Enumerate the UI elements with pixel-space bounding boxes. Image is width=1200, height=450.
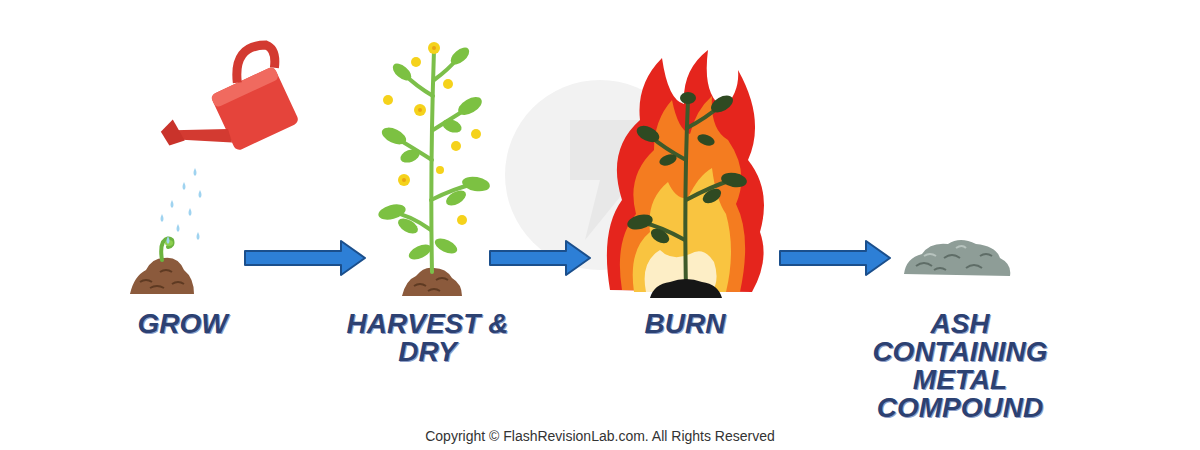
process-stage: ASH CONTAINING METAL COMPOUND	[895, 40, 1025, 302]
process-stage: GROW	[125, 40, 240, 302]
copyright-note: Copyright © FlashRevisionLab.com. All Ri…	[0, 428, 1200, 444]
plant-illustration	[377, 42, 491, 296]
flow-arrow	[490, 241, 590, 275]
flow-arrow	[245, 241, 365, 275]
flow-arrow	[780, 241, 890, 275]
stage-label: BURN	[645, 310, 726, 338]
process-stage: BURN	[595, 40, 775, 302]
stage-label: GROW	[137, 310, 227, 338]
ash-pile-illustration	[904, 240, 1010, 276]
process-stage: HARVEST & DRY	[370, 40, 485, 302]
burning-plant-illustration	[607, 50, 764, 298]
stage-label: HARVEST & DRY	[320, 310, 535, 366]
stage-label: ASH CONTAINING METAL COMPOUND	[853, 310, 1068, 422]
